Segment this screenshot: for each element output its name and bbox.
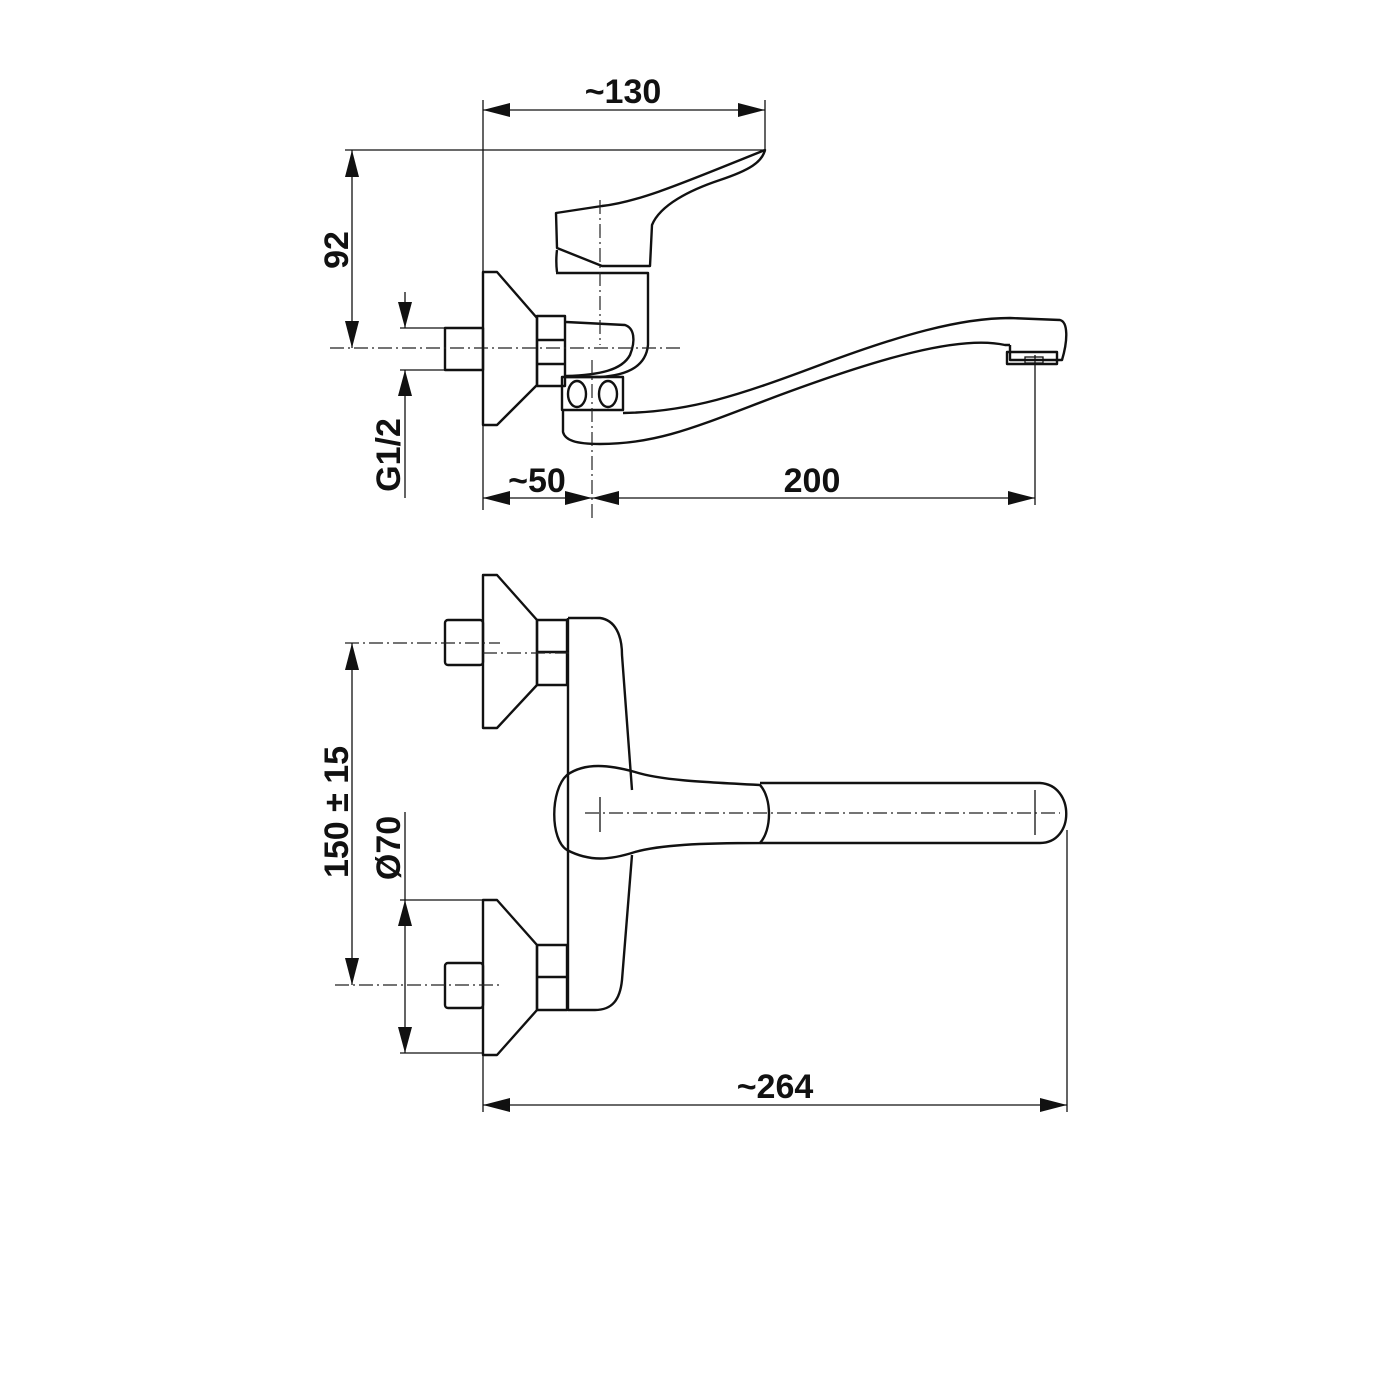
body-lower	[566, 618, 634, 1012]
height-dimension-label: 92	[318, 231, 356, 269]
top-view: 150 ± 15 Ø70 ~264	[318, 573, 1068, 1112]
inlet-connector	[443, 326, 485, 372]
lever-handle-top	[553, 764, 771, 860]
body-dome	[565, 320, 635, 378]
wall-offset-dimension-label: ~50	[508, 462, 566, 500]
spout-reach-dimension-label: 200	[784, 462, 841, 500]
spout-bottom	[561, 341, 1010, 446]
body-upper	[568, 616, 634, 791]
overall-length-dimension-label: ~264	[737, 1068, 814, 1106]
thread-dimension-label: G1/2	[370, 418, 408, 492]
lever-handle	[554, 148, 767, 268]
center-distance-dimension-label: 150 ± 15	[318, 746, 356, 878]
spout-top-view	[760, 781, 1068, 845]
depth-dimension-label: ~130	[585, 73, 662, 111]
faucet-side-outline	[443, 148, 1068, 446]
escutcheon-lower	[481, 898, 539, 1057]
faucet-top-outline	[443, 573, 1068, 1057]
aerator	[1005, 350, 1059, 366]
hex-nut	[535, 314, 567, 388]
escutcheon-diameter-dimension-label: Ø70	[370, 816, 408, 880]
spout-top	[622, 316, 1068, 415]
escutcheon-upper	[481, 573, 539, 730]
side-view: ~130 92 G1/2 ~50 200	[318, 73, 1068, 518]
